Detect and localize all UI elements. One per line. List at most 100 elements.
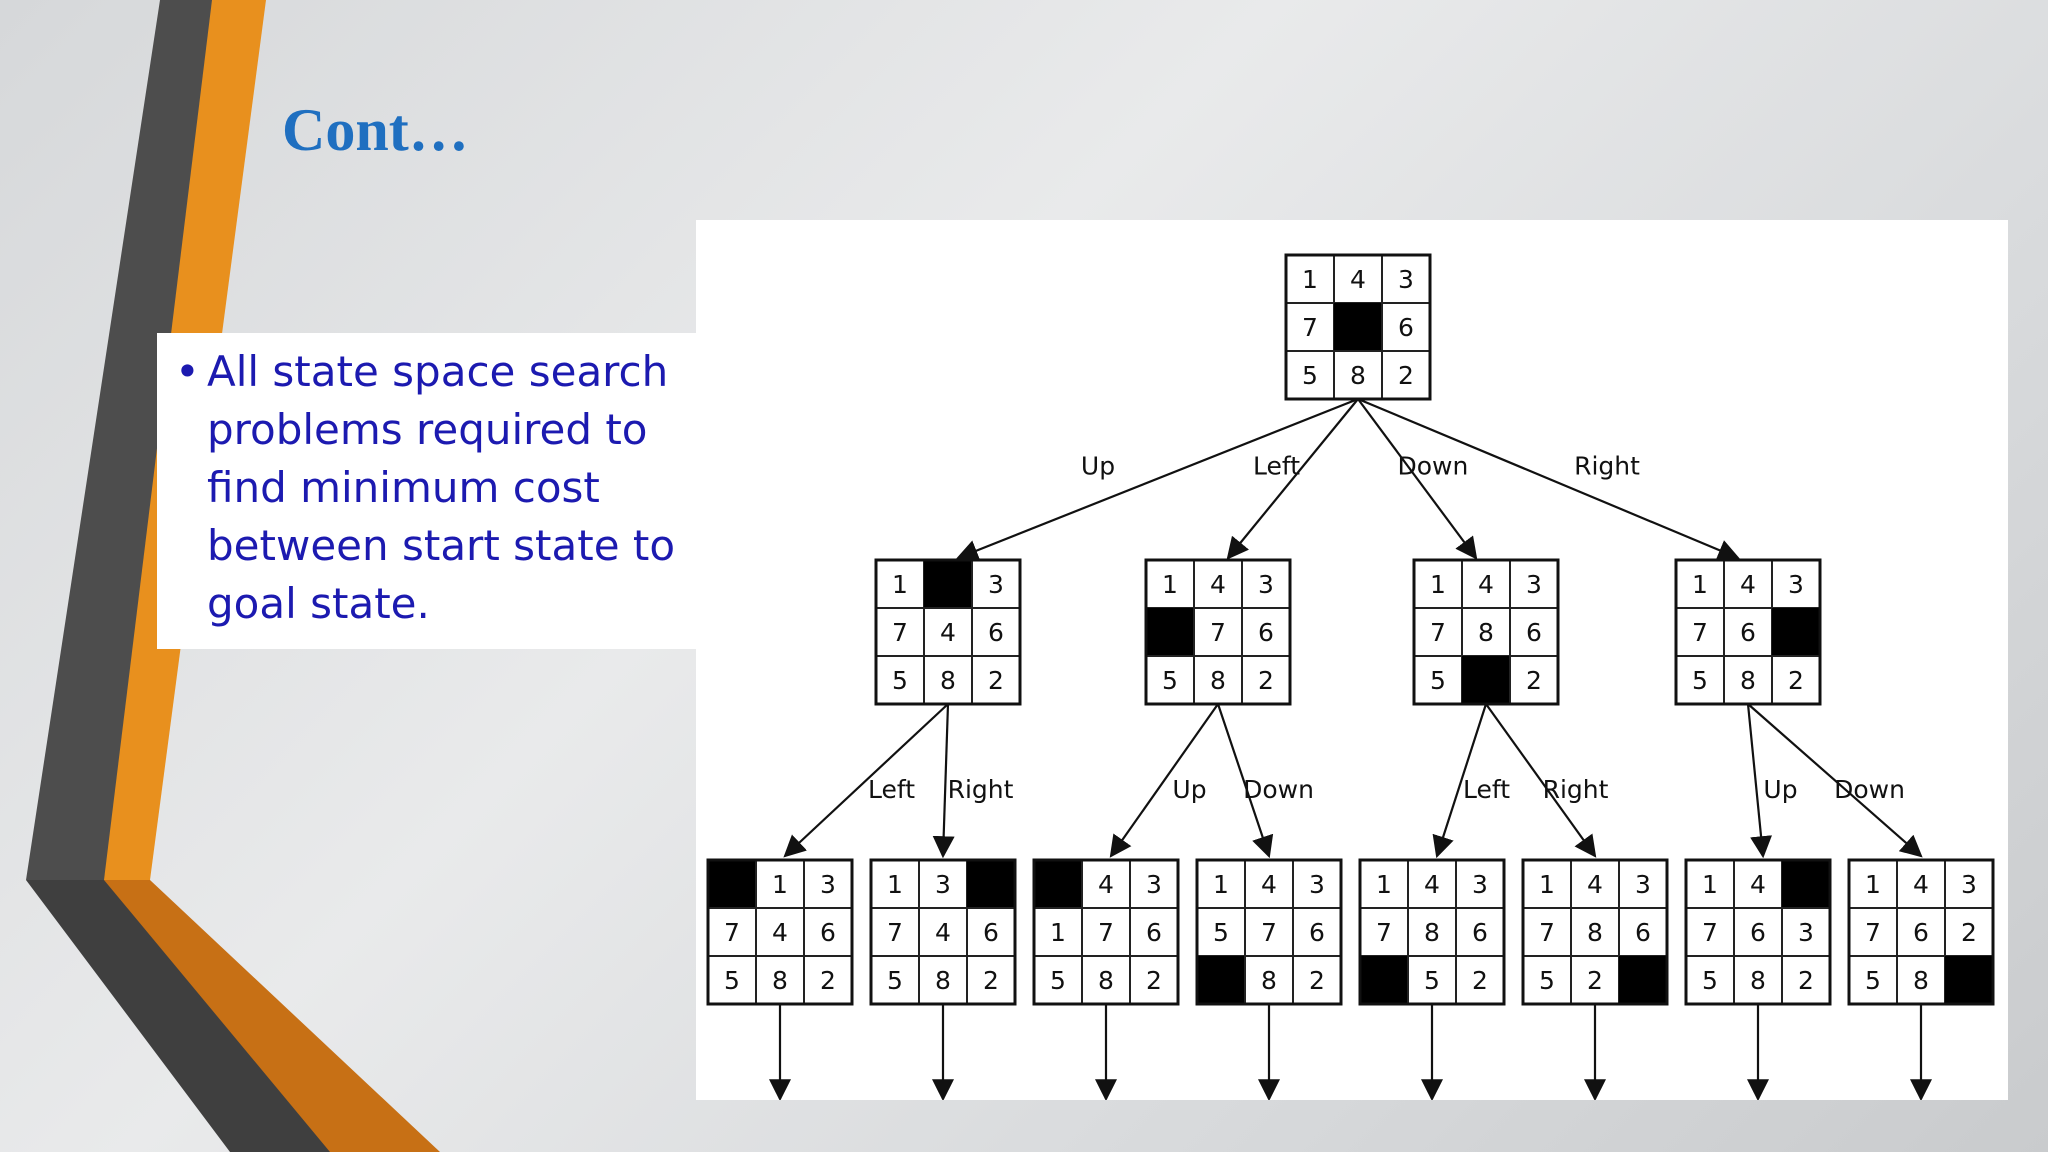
tile-number: 6	[1750, 918, 1766, 947]
tile-number: 7	[1210, 618, 1226, 647]
puzzle-tile	[1244, 955, 1294, 1005]
tile-number: 8	[1478, 618, 1494, 647]
blank-tile	[1782, 860, 1830, 908]
tile-number: 2	[988, 666, 1004, 695]
puzzle-tile	[1944, 907, 1994, 957]
tile-number: 1	[1050, 918, 1066, 947]
tile-number: 3	[988, 570, 1004, 599]
move-label: Right	[1574, 451, 1640, 480]
tile-number: 8	[772, 966, 788, 995]
puzzle-tile	[875, 607, 925, 657]
tile-number: 6	[1258, 618, 1274, 647]
tile-number: 8	[940, 666, 956, 695]
tile-number: 6	[820, 918, 836, 947]
tile-number: 7	[892, 618, 908, 647]
board-border	[1412, 558, 1560, 706]
puzzle-tile	[1285, 350, 1335, 400]
tile-number: 3	[1472, 870, 1488, 899]
tile-number: 2	[1526, 666, 1542, 695]
move-arrow	[1432, 703, 1488, 859]
puzzle-tile	[1461, 607, 1511, 657]
tile-number: 2	[1146, 966, 1162, 995]
blank-tile	[1945, 956, 1993, 1004]
move-label: Up	[1081, 451, 1115, 480]
move-arrow	[1226, 398, 1359, 560]
puzzle-tile	[1509, 655, 1559, 705]
puzzle-tile	[1244, 859, 1294, 909]
tile-number: 5	[1539, 966, 1555, 995]
tile-number: 2	[1309, 966, 1325, 995]
blank-tile	[1462, 656, 1510, 704]
tile-number: 2	[1788, 666, 1804, 695]
tile-number: 5	[724, 966, 740, 995]
tile-number: 2	[1472, 966, 1488, 995]
move-arrow	[783, 703, 949, 858]
blank-tile	[708, 860, 756, 908]
move-label: Down	[1834, 775, 1905, 804]
move-arrow	[1746, 703, 1773, 859]
blank-tile	[1772, 608, 1820, 656]
tile-number: 1	[1865, 870, 1881, 899]
blank-tile	[1360, 956, 1408, 1004]
tile-number: 3	[1788, 570, 1804, 599]
tile-number: 5	[1213, 918, 1229, 947]
tile-number: 1	[1430, 570, 1446, 599]
tile-number: 7	[1261, 918, 1277, 947]
tile-number: 8	[1913, 966, 1929, 995]
tile-number: 4	[1261, 870, 1277, 899]
move-label: Right	[1543, 775, 1609, 804]
blank-tile	[1334, 303, 1382, 351]
blank-tile	[967, 860, 1015, 908]
move-label: Down	[1243, 775, 1314, 804]
puzzle-tile	[1675, 655, 1725, 705]
bullet-text: All state space search problems required…	[207, 347, 676, 628]
tile-number: 3	[1798, 918, 1814, 947]
tile-number: 1	[1302, 265, 1318, 294]
tile-number: 7	[1098, 918, 1114, 947]
puzzle-tile	[1509, 607, 1559, 657]
board-border	[1684, 858, 1832, 1006]
puzzle-tile	[1241, 655, 1291, 705]
board-border	[874, 558, 1022, 706]
tile-number: 8	[1210, 666, 1226, 695]
bullet-dot-icon: •	[175, 347, 200, 396]
tile-number: 6	[1309, 918, 1325, 947]
tile-number: 4	[1210, 570, 1226, 599]
tile-number: 2	[1398, 361, 1414, 390]
tile-number: 1	[887, 870, 903, 899]
tile-number: 1	[1376, 870, 1392, 899]
blank-tile	[1197, 956, 1245, 1004]
tile-number: 4	[935, 918, 951, 947]
tile-number: 7	[1702, 918, 1718, 947]
move-label: Left	[868, 775, 915, 804]
move-arrow	[955, 397, 1359, 561]
tile-number: 5	[1430, 666, 1446, 695]
puzzle-tile	[1285, 302, 1335, 352]
move-arrow	[1485, 703, 1597, 858]
tile-number: 7	[1302, 313, 1318, 342]
blank-tile	[1146, 608, 1194, 656]
tile-number: 4	[1913, 870, 1929, 899]
move-arrow	[1216, 703, 1274, 859]
tile-number: 2	[983, 966, 999, 995]
puzzle-tile	[1455, 907, 1505, 957]
move-arrow	[932, 703, 955, 859]
blank-tile	[1619, 956, 1667, 1004]
tile-number: 8	[935, 966, 951, 995]
puzzle-tile	[966, 955, 1016, 1005]
tile-number: 3	[1258, 570, 1274, 599]
tile-number: 7	[887, 918, 903, 947]
tile-number: 8	[1261, 966, 1277, 995]
puzzle-tile	[875, 655, 925, 705]
puzzle-tile	[1407, 955, 1457, 1005]
move-arrow	[1109, 703, 1219, 858]
tile-number: 5	[1702, 966, 1718, 995]
tile-number: 4	[1350, 265, 1366, 294]
